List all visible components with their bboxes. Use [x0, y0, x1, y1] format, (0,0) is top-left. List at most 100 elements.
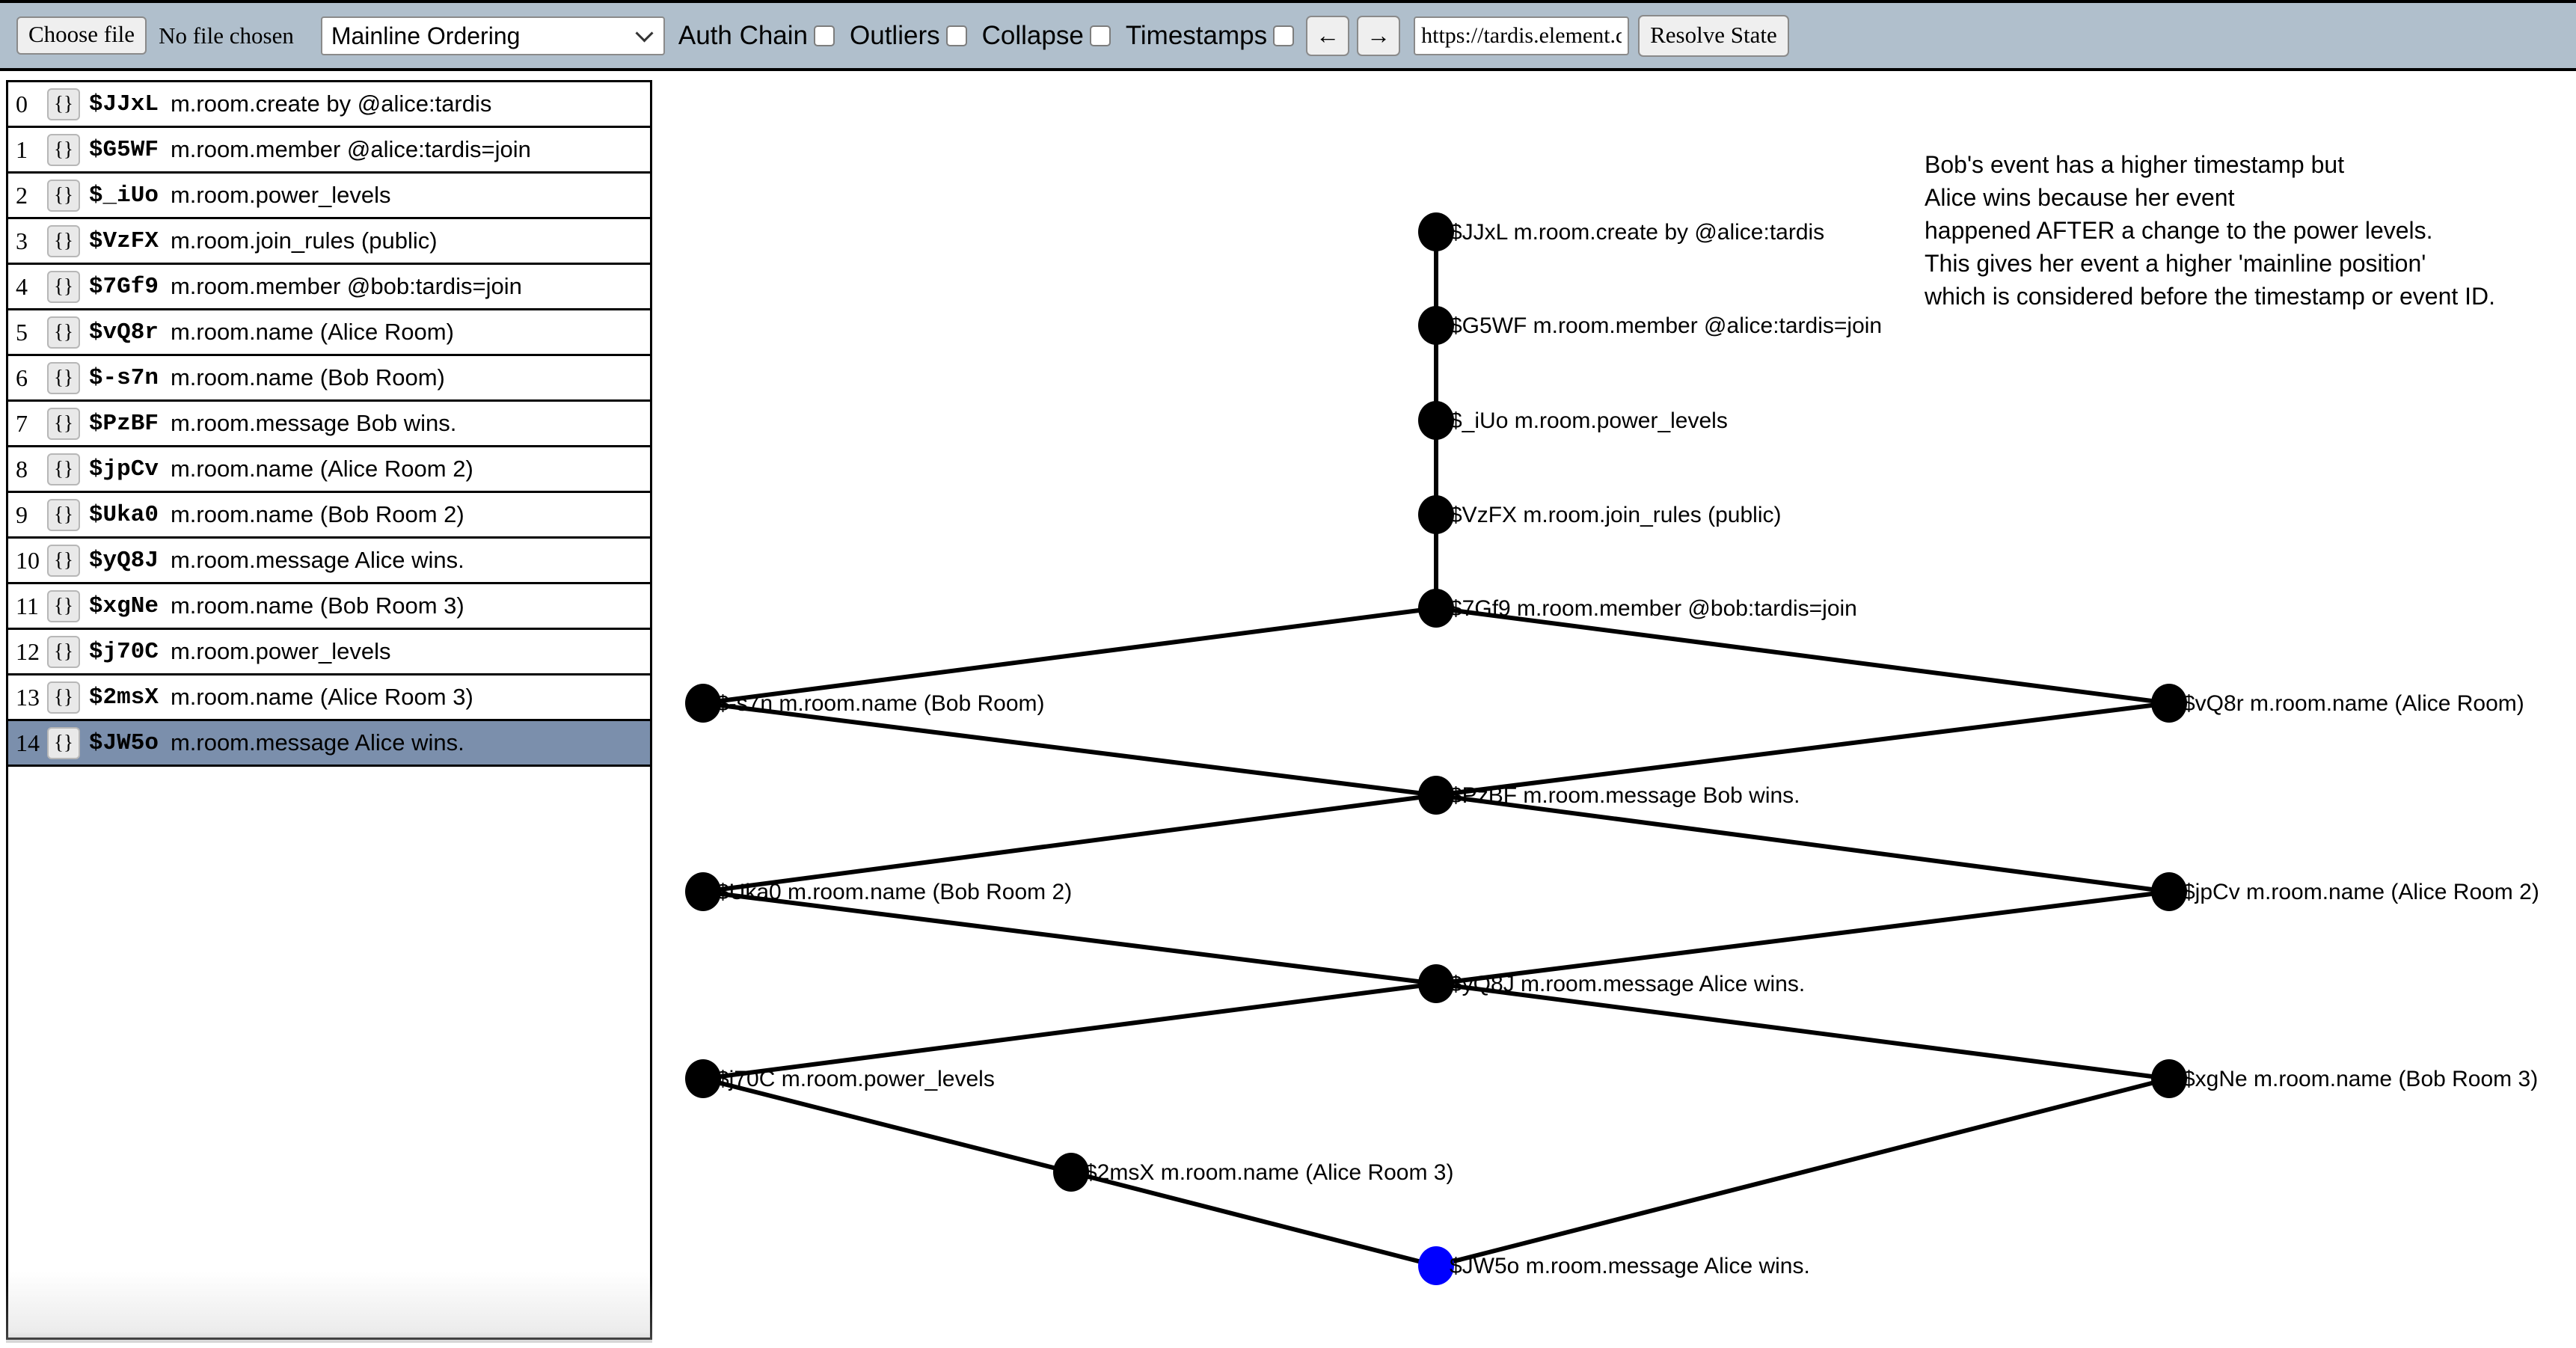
- event-id: $-s7n: [88, 364, 159, 391]
- resolve-state-button[interactable]: Resolve State: [1638, 14, 1789, 57]
- graph-node-label: $JJxL m.room.create by @alice:tardis: [1450, 220, 1824, 245]
- auth-chain-checkbox[interactable]: [814, 25, 835, 46]
- collapse-label: Collapse: [981, 20, 1084, 50]
- graph-node[interactable]: $jpCv m.room.name (Alice Room 2): [2151, 872, 2539, 911]
- graph-node-dot[interactable]: [1418, 964, 1454, 1003]
- event-description: m.room.member @alice:tardis=join: [170, 136, 531, 162]
- graph-node[interactable]: $PzBF m.room.message Bob wins.: [1418, 776, 1800, 815]
- graph-edge: [702, 889, 1437, 986]
- view-json-button[interactable]: {}: [47, 133, 80, 166]
- graph-node[interactable]: $xgNe m.room.name (Bob Room 3): [2151, 1059, 2538, 1098]
- outliers-label: Outliers: [850, 20, 940, 50]
- graph-node-dot[interactable]: [1418, 212, 1454, 251]
- graph-node[interactable]: $yQ8J m.room.message Alice wins.: [1418, 964, 1805, 1003]
- graph-node[interactable]: $2msX m.room.name (Alice Room 3): [1053, 1153, 1453, 1192]
- view-json-button[interactable]: {}: [47, 270, 80, 303]
- graph-node[interactable]: $VzFX m.room.join_rules (public): [1418, 495, 1781, 534]
- view-json-button[interactable]: {}: [47, 224, 80, 257]
- event-index: 12: [16, 637, 40, 665]
- graph-node-dot[interactable]: [685, 1059, 721, 1098]
- graph-node-dot[interactable]: [2151, 872, 2187, 911]
- graph-node-dot[interactable]: [685, 684, 721, 723]
- event-id: $G5WF: [88, 136, 159, 163]
- graph-node[interactable]: $JJxL m.room.create by @alice:tardis: [1418, 212, 1824, 251]
- graph-node-dot[interactable]: [1053, 1153, 1089, 1192]
- graph-edge: [1435, 981, 2170, 1081]
- view-json-button[interactable]: {}: [47, 726, 80, 759]
- ordering-select[interactable]: Mainline Ordering: [320, 16, 665, 55]
- graph-node[interactable]: $-s7n m.room.name (Bob Room): [685, 684, 1045, 723]
- view-json-button[interactable]: {}: [47, 681, 80, 714]
- event-index: 9: [16, 500, 28, 528]
- view-json-button[interactable]: {}: [47, 88, 80, 120]
- url-input[interactable]: [1414, 16, 1630, 55]
- view-json-button[interactable]: {}: [47, 498, 80, 531]
- view-json-button[interactable]: {}: [47, 589, 80, 622]
- graph-node-dot[interactable]: [685, 872, 721, 911]
- graph-edge: [1435, 889, 2170, 986]
- graph-node-dot[interactable]: [1418, 495, 1454, 534]
- graph-node-dot[interactable]: [2151, 684, 2187, 723]
- timestamps-checkbox[interactable]: [1273, 25, 1295, 46]
- outliers-checkbox[interactable]: [945, 25, 967, 46]
- graph-node-dot[interactable]: [1418, 589, 1454, 628]
- graph-node[interactable]: $JW5o m.room.message Alice wins.: [1418, 1246, 1810, 1285]
- graph-node-dot[interactable]: [1418, 306, 1454, 345]
- graph-node[interactable]: $j70C m.room.power_levels: [685, 1059, 995, 1098]
- graph-canvas[interactable]: $JJxL m.room.create by @alice:tardis $G5W…: [652, 80, 2576, 1348]
- graph-edge: [1435, 606, 2170, 705]
- collapse-checkbox[interactable]: [1089, 25, 1111, 46]
- view-json-button[interactable]: {}: [47, 453, 80, 485]
- event-index: 11: [16, 592, 39, 619]
- view-json-button[interactable]: {}: [47, 361, 80, 394]
- event-id: $jpCv: [88, 456, 159, 482]
- event-index: 2: [16, 181, 28, 209]
- event-id: $xgNe: [88, 592, 159, 619]
- back-arrow-button[interactable]: ←: [1306, 15, 1350, 56]
- graph-node-dot[interactable]: [2151, 1059, 2187, 1098]
- graph-node[interactable]: $_iUo m.room.power_levels: [1418, 401, 1728, 440]
- edge-layer: [702, 232, 2170, 1268]
- event-index: 14: [16, 729, 40, 756]
- timestamps-label: Timestamps: [1125, 20, 1268, 50]
- view-json-button[interactable]: {}: [47, 544, 80, 577]
- graph-node-dot[interactable]: [1418, 401, 1454, 440]
- graph-node[interactable]: $G5WF m.room.member @alice:tardis=join: [1418, 306, 1882, 345]
- graph-node[interactable]: $7Gf9 m.room.member @bob:tardis=join: [1418, 589, 1857, 628]
- choose-file-button[interactable]: Choose file: [16, 16, 147, 55]
- event-index: 0: [16, 90, 28, 117]
- graph-node-label: $yQ8J m.room.message Alice wins.: [1450, 972, 1805, 996]
- graph-node-dot[interactable]: [1418, 776, 1454, 815]
- graph-node[interactable]: $vQ8r m.room.name (Alice Room): [2151, 684, 2524, 723]
- view-json-button[interactable]: {}: [47, 179, 80, 212]
- event-description: m.room.power_levels: [170, 182, 391, 208]
- forward-arrow-button[interactable]: →: [1357, 15, 1401, 56]
- graph-node-dot[interactable]: [1418, 1246, 1454, 1285]
- graph-node[interactable]: $Uka0 m.room.name (Bob Room 2): [685, 872, 1072, 911]
- view-json-button[interactable]: {}: [47, 316, 80, 349]
- event-index: 3: [16, 227, 28, 254]
- view-json-button[interactable]: {}: [47, 407, 80, 440]
- view-json-button[interactable]: {}: [47, 635, 80, 668]
- event-description: m.room.name (Alice Room): [170, 319, 454, 345]
- graph-node-label: $vQ8r m.room.name (Alice Room): [2183, 691, 2524, 716]
- event-description: m.room.name (Alice Room 2): [170, 456, 473, 482]
- annotation-line: This gives her event a higher 'mainline …: [1925, 250, 2426, 277]
- graph-node-label: $jpCv m.room.name (Alice Room 2): [2183, 880, 2539, 904]
